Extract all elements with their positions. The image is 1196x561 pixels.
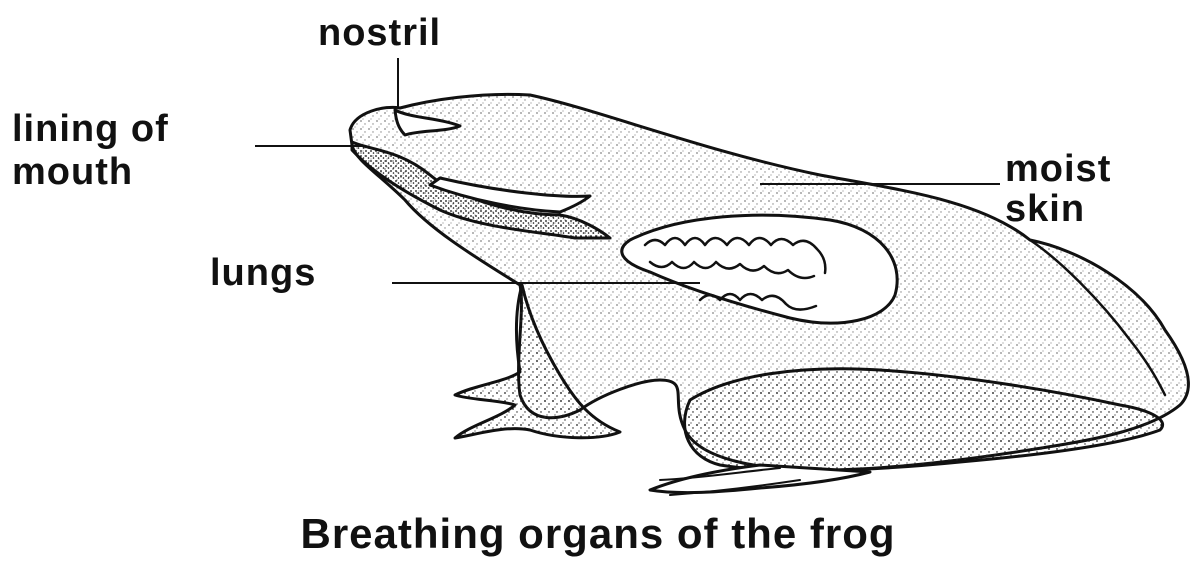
label-nostril: nostril <box>318 14 441 52</box>
label-moist-skin-line2: skin <box>1005 190 1085 228</box>
label-moist-skin-line1: moist <box>1005 150 1111 188</box>
figure-caption: Breathing organs of the frog <box>0 512 1196 556</box>
label-lining-of-mouth-line2: mouth <box>12 153 133 191</box>
label-lining-of-mouth-line1: lining of <box>12 110 169 148</box>
label-lungs: lungs <box>210 254 316 292</box>
